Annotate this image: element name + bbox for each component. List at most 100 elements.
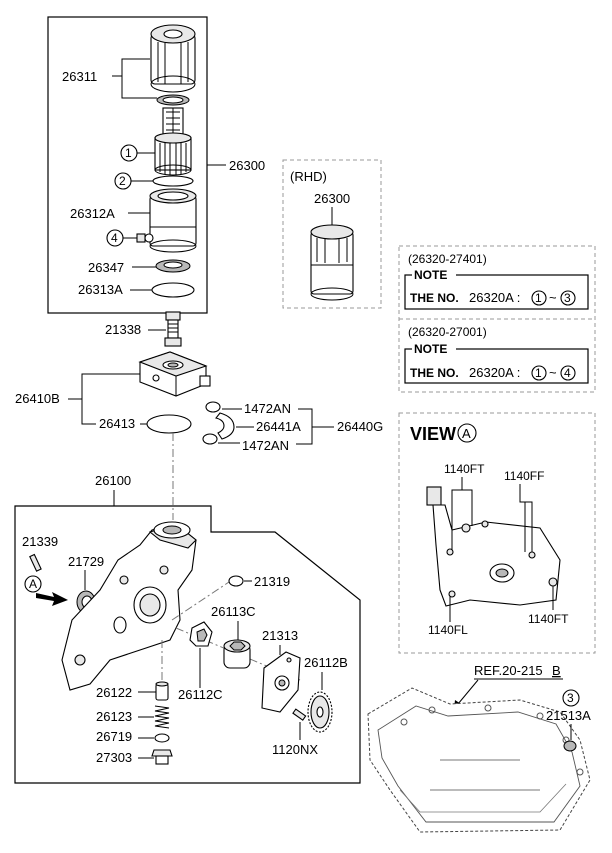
filter-assembly-group: 26300 26311 (47, 16, 265, 314)
notes-group: (26320-27401) NOTE THE NO. 26320A : 1 ~ … (398, 245, 596, 393)
label-26311: 26311 (62, 69, 97, 84)
label-1472AN-bottom: 1472AN (242, 438, 289, 453)
note-2-to-circle (560, 365, 576, 381)
leader-26311-a (112, 58, 150, 77)
filter-cap-part (150, 24, 196, 93)
note-1-code: (26320-27401) (408, 252, 487, 266)
ref-circle-A-text: A (29, 577, 37, 591)
note-2-code: (26320-27001) (408, 325, 487, 339)
rhd-box (282, 159, 382, 309)
note-1-to: 3 (564, 291, 571, 305)
label-26113C: 26113C (211, 604, 256, 619)
ref-suffix: B (552, 663, 561, 678)
fitting-21338-part (164, 311, 182, 347)
oil-pan-part (367, 687, 591, 833)
note-2-box (404, 348, 589, 384)
ref-circle-4-text: 4 (111, 231, 118, 245)
rhd-filter-part (310, 224, 354, 301)
label-26112C: 26112C (178, 687, 223, 702)
rotor-26113C-part (223, 639, 251, 669)
note-1-from-circle (531, 290, 547, 306)
oring-2-part (152, 175, 194, 187)
leader-26410B-a (68, 373, 140, 400)
label-1140FL: 1140FL (428, 623, 468, 637)
note-1-heading: NOTE (414, 268, 447, 282)
rotor-26112C-part (189, 621, 213, 647)
sprocket-26112B-part (307, 691, 333, 733)
note-1-box (404, 274, 589, 310)
note-2-from: 1 (535, 366, 542, 380)
drain-bolt-part (136, 233, 154, 243)
filter-element-part (154, 132, 192, 176)
label-21313: 21313 (262, 628, 298, 643)
label-26440G: 26440G (337, 419, 383, 434)
note-2-sep: ~ (549, 365, 557, 380)
label-1140FT-bottom: 1140FT (528, 612, 569, 626)
oil-pump-group: 26100 21339 A 21729 (14, 473, 361, 784)
filter-housing-part (149, 188, 197, 253)
view-a-group: VIEW A 1140FT 1140FF 1140FL 1140FT (398, 412, 596, 654)
ref-circle-3 (562, 689, 580, 707)
label-21339: 21339 (22, 534, 58, 549)
leader-26410B-b (81, 399, 96, 425)
gasket-26313A-part (151, 282, 195, 298)
ref-circle-2-text: 2 (119, 174, 126, 188)
spring-26123-part (154, 705, 170, 729)
leader-1140FT-top-a (451, 477, 463, 550)
note-1-part: 26320A : (469, 290, 520, 305)
ref-circle-A (24, 575, 42, 593)
rhd-title: (RHD) (290, 169, 327, 184)
ref-prefix: REF.20-215 (474, 663, 543, 678)
view-a-circle-text: A (462, 426, 471, 441)
label-1472AN-top: 1472AN (244, 401, 291, 416)
rhd-group: (RHD) 26300 (282, 159, 382, 309)
label-27303: 27303 (96, 750, 132, 765)
label-26347: 26347 (88, 260, 124, 275)
bolt-1120NX-part (292, 708, 307, 721)
label-1140FT-top: 1140FT (444, 462, 485, 476)
note-1-from: 1 (535, 291, 542, 305)
pump-section-box (14, 505, 361, 784)
drain-plug-21513A-part (563, 740, 577, 752)
label-26300: 26300 (229, 158, 265, 173)
oring-26719-part (154, 733, 170, 743)
leader-1140FF-b (525, 501, 533, 552)
label-26312A: 26312A (70, 206, 115, 221)
note-1-sep: ~ (549, 290, 557, 305)
label-26122: 26122 (96, 685, 132, 700)
center-tube-part (162, 107, 184, 135)
label-26413: 26413 (99, 416, 135, 431)
label-26410B: 26410B (15, 391, 60, 406)
note-1-prefix: THE NO. (410, 291, 459, 305)
ref-circle-3-text: 3 (567, 691, 574, 705)
label-26112B: 26112B (304, 655, 348, 670)
label-26719: 26719 (96, 729, 132, 744)
pump-rear-view-part (426, 486, 561, 607)
note-2-heading: NOTE (414, 342, 447, 356)
label-1120NX: 1120NX (272, 742, 318, 757)
ref-leader (457, 679, 479, 705)
note-2-from-circle (531, 365, 547, 381)
leader-1140FF-a (519, 484, 526, 552)
view-arrow-icon (36, 592, 68, 606)
note-1-to-circle (560, 290, 576, 306)
label-26313A: 26313A (78, 282, 123, 297)
oil-cooler-group: 21338 26410B 26413 1472AN 26441A 1472 (15, 311, 383, 520)
label-21513A: 21513A (546, 708, 591, 723)
note-2-part: 26320A : (469, 365, 520, 380)
label-1140FF: 1140FF (504, 469, 544, 483)
ref-circle-1-text: 1 (125, 146, 132, 160)
plunger-26122-part (155, 681, 169, 701)
oil-pan-group: REF.20-215 B 3 21513A (367, 663, 591, 833)
pin-21339-part (29, 553, 42, 572)
view-a-circle (457, 423, 477, 443)
label-21729: 21729 (68, 554, 104, 569)
plug-27303-part (151, 749, 173, 765)
hose-clamps-part (202, 401, 235, 445)
oring-21319-part (228, 575, 244, 587)
guide-line-1 (171, 579, 233, 621)
rhd-part-label: 26300 (314, 191, 350, 206)
label-21338: 21338 (105, 322, 141, 337)
